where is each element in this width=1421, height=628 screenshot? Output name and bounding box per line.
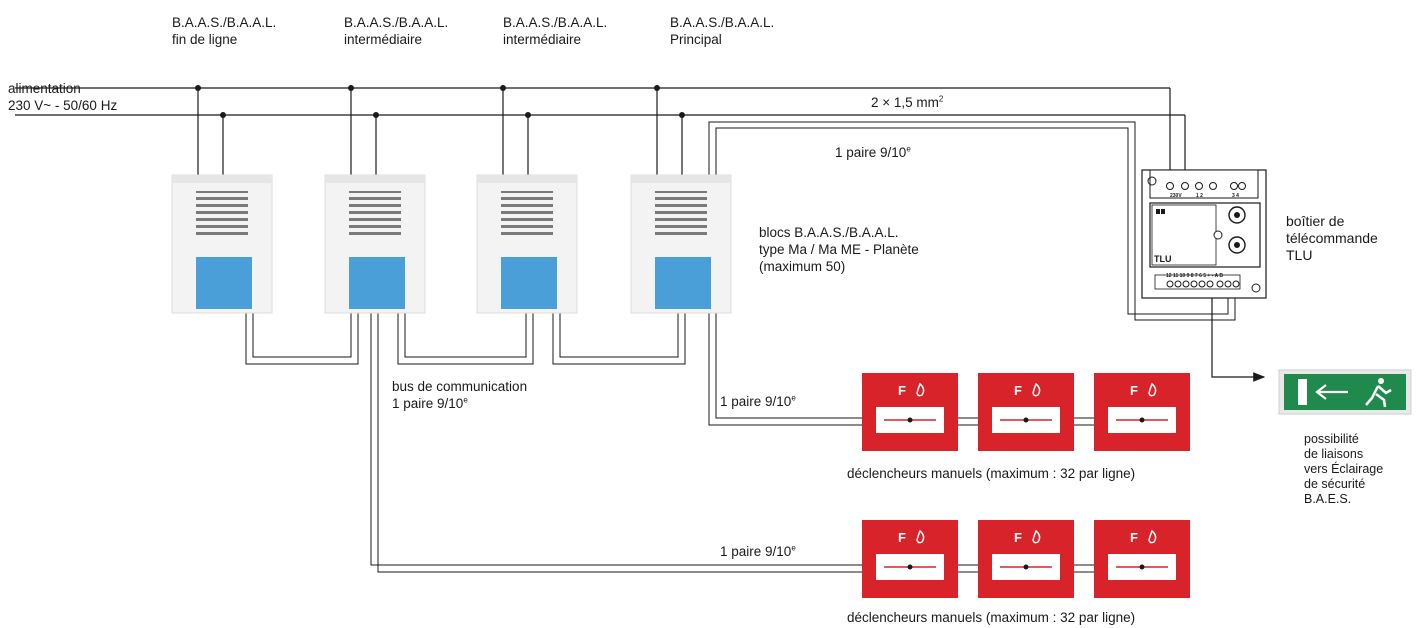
label-sup: e — [906, 144, 911, 154]
label-line: fin de ligne — [172, 32, 238, 47]
label-line: B.A.A.S./B.A.A.L. — [503, 15, 608, 30]
pair-cable-row1 — [708, 310, 1094, 426]
label-tlu: boîtier de télécommande TLU — [1286, 213, 1378, 264]
call-point: F — [862, 373, 958, 451]
call-point: F — [978, 373, 1074, 451]
label-line: B.A.E.S. — [1304, 492, 1352, 506]
label-pair-top: 1 paire 9/10e — [835, 144, 911, 161]
call-point-letter: F — [1130, 383, 1138, 398]
label-sup: e — [463, 395, 468, 405]
tlu-terminals-bottom: 12 11 10 9 8 7 6 5 + - A B — [1166, 273, 1223, 279]
baas-unit-intermediaire-2 — [476, 174, 578, 314]
label-baas-fin: B.A.A.S./B.A.A.L. fin de ligne — [172, 14, 276, 48]
tlu-front-label: TLU — [1154, 254, 1172, 264]
label-line: de liaisons — [1304, 447, 1364, 461]
call-point: F — [862, 520, 958, 598]
baas-unit-fin — [171, 174, 273, 314]
label-declencheurs-1: déclencheurs manuels (maximum : 32 par l… — [847, 466, 1136, 481]
label-text: 1 paire 9/10 — [835, 145, 907, 160]
label-bus: bus de communication 1 paire 9/10e — [392, 378, 527, 412]
call-point-letter: F — [1130, 530, 1138, 545]
label-line: B.A.A.S./B.A.A.L. — [670, 15, 775, 30]
baas-unit-intermediaire-1 — [324, 174, 426, 314]
label-line: intermédiaire — [503, 32, 582, 47]
label-pair-mid: 1 paire 9/10e — [720, 393, 796, 410]
label-text: 2 × 1,5 mm — [871, 95, 939, 110]
flame-icon — [1148, 382, 1157, 397]
tlu-230v-label: 230V — [1170, 193, 1182, 199]
label-line: boîtier de — [1286, 213, 1345, 229]
flame-icon — [1032, 382, 1041, 397]
label-sup: 2 — [938, 94, 944, 104]
label-sup: e — [791, 393, 796, 403]
label-baas-principal: B.A.A.S./B.A.A.L. Principal — [670, 14, 774, 48]
label-blocks-desc: blocs B.A.A.S./B.A.A.L. type Ma / Ma ME … — [759, 224, 919, 275]
flame-icon — [916, 529, 925, 544]
baes-link-arrow — [1211, 286, 1266, 382]
tlu-device: 230V 1 2 3 4 TLU 12 11 10 9 8 7 6 5 + - … — [1141, 169, 1267, 299]
flame-icon — [1032, 529, 1041, 544]
label-power: alimentation 230 V~ - 50/60 Hz — [8, 80, 117, 114]
label-line: possibilité — [1304, 432, 1359, 446]
call-point-letter: F — [1014, 530, 1022, 545]
arrow-left-icon — [1315, 384, 1348, 400]
label-line: de sécurité — [1304, 477, 1366, 491]
pair-cable-row2 — [370, 310, 1094, 573]
label-cable-2x15: 2 × 1,5 mm2 — [871, 94, 943, 111]
label-declencheurs-2: déclencheurs manuels (maximum : 32 par l… — [847, 610, 1136, 625]
label-line: Principal — [670, 32, 722, 47]
label-line: blocs B.A.A.S./B.A.A.L. — [759, 225, 899, 240]
tlu-terminals-top2: 3 4 — [1232, 193, 1239, 199]
label-line: TLU — [1286, 247, 1313, 263]
call-point-letter: F — [898, 530, 906, 545]
label-baas-inter1: B.A.A.S./B.A.A.L. intermédiaire — [344, 14, 448, 48]
label-line: B.A.A.S./B.A.A.L. — [344, 15, 449, 30]
label-baas-inter2: B.A.A.S./B.A.A.L. intermédiaire — [503, 14, 607, 48]
label-line: type Ma / Ma ME - Planète — [759, 242, 919, 257]
baas-unit-principal — [630, 174, 732, 314]
label-sup: e — [791, 543, 796, 553]
label-line: (maximum 50) — [759, 259, 846, 274]
label-pair-low: 1 paire 9/10e — [720, 543, 796, 560]
flame-icon — [1148, 529, 1157, 544]
call-point: F — [1094, 373, 1190, 451]
label-line: B.A.A.S./B.A.A.L. — [172, 15, 277, 30]
label-line: 230 V~ - 50/60 Hz — [8, 98, 118, 113]
flame-icon — [916, 382, 925, 397]
label-line: intermédiaire — [344, 32, 423, 47]
call-point-letter: F — [1014, 383, 1022, 398]
running-person-icon — [1365, 378, 1392, 408]
label-line: alimentation — [8, 81, 81, 96]
label-baes-note: possibilité de liaisons vers Éclairage d… — [1304, 432, 1383, 507]
call-point: F — [978, 520, 1074, 598]
junction-dots — [195, 85, 685, 118]
tlu-terminals-top: 1 2 — [1196, 193, 1203, 199]
communication-bus — [245, 310, 686, 365]
pair-cable-principal-tlu — [708, 121, 1236, 321]
label-line: vers Éclairage — [1304, 462, 1384, 476]
label-text: 1 paire 9/10 — [720, 394, 792, 409]
label-text: 1 paire 9/10 — [720, 544, 792, 559]
power-lines — [15, 87, 1186, 188]
label-text: 1 paire 9/10 — [392, 396, 464, 411]
call-point-letter: F — [898, 383, 906, 398]
label-line: télécommande — [1286, 230, 1378, 246]
call-point: F — [1094, 520, 1190, 598]
exit-sign — [1278, 369, 1412, 415]
label-line: bus de communication — [392, 379, 528, 394]
